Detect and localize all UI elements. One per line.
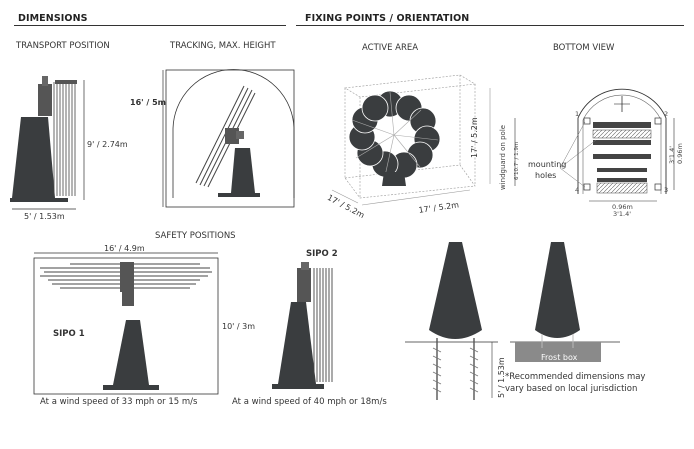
dimensions-heading: DIMENSIONS	[18, 13, 88, 24]
bottom-height-ft: 3'1.4'	[668, 145, 676, 164]
header-rule-left	[14, 25, 286, 26]
sipo2-wind-speed: At a wind speed of 40 mph or 18m/s	[232, 397, 387, 407]
frost-box-drawing	[510, 242, 620, 362]
bottom-view-drawing	[514, 88, 675, 202]
sipo2-label: SIPO 2	[306, 249, 338, 259]
tracking-drawing	[162, 69, 295, 208]
transport-height-label: 9' / 2.74m	[87, 140, 128, 149]
safety-positions-title: SAFETY POSITIONS	[155, 231, 236, 241]
sipo1-wind-speed: At a wind speed of 33 mph or 15 m/s	[40, 397, 198, 407]
sipo2-drawing	[272, 262, 333, 389]
mounting-hole-2: 2	[664, 110, 669, 118]
active-area-drawing	[331, 74, 491, 206]
recommendation-note-line1: *Recommended dimensions may	[505, 372, 646, 382]
bottom-width-ft: 3'1.4'	[613, 210, 632, 218]
transport-position-title: TRANSPORT POSITION	[16, 41, 110, 51]
tracking-height-label: 16' / 5m	[130, 98, 166, 107]
windguard-dim-label: 6'10.7' / 1.9m	[514, 141, 520, 180]
frost-box-label: Frost box	[541, 353, 578, 362]
mounting-hole-1: 1	[575, 110, 580, 118]
tracking-title: TRACKING, MAX. HEIGHT	[170, 41, 276, 51]
mounting-hole-3: 3	[664, 186, 669, 194]
foundation-screw-drawing	[405, 242, 498, 400]
bottom-width-m: 0.96m	[612, 203, 633, 211]
holes-label: holes	[535, 171, 557, 180]
mounting-hole-4: 4	[575, 186, 580, 194]
transport-drawing	[10, 76, 85, 210]
active-area-title: ACTIVE AREA	[362, 43, 419, 53]
header-rule-right	[296, 25, 684, 26]
transport-width-label: 5' / 1.53m	[24, 212, 65, 221]
recommendation-note-line2: vary based on local jurisdiction	[505, 384, 638, 394]
sipo1-drawing	[33, 252, 219, 395]
mounting-label: mounting	[528, 160, 567, 169]
active-height-label: 17' / 5.2m	[470, 117, 479, 158]
windguard-label: windguard on pole	[499, 124, 507, 190]
sipo-height-label: 10' / 3m	[222, 322, 256, 331]
fixing-heading: FIXING POINTS / ORIENTATION	[305, 13, 470, 24]
sipo1-label: SIPO 1	[53, 329, 85, 339]
sipo-width-label: 16' / 4.9m	[104, 244, 145, 253]
bottom-view-title: BOTTOM VIEW	[553, 43, 615, 53]
bottom-height-m: 0.96m	[676, 143, 684, 164]
